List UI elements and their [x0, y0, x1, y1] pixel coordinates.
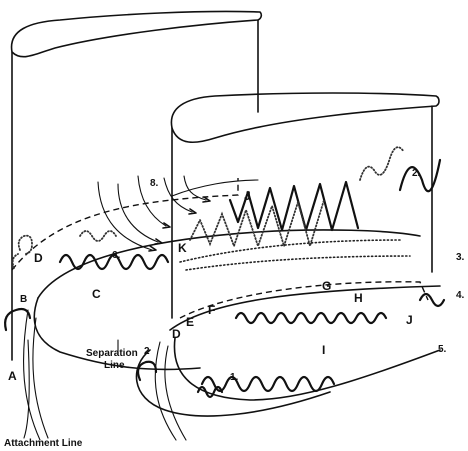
label-G: G: [322, 279, 331, 293]
endwall: [24, 230, 440, 440]
label-D-low: D: [172, 327, 181, 341]
label-C: C: [92, 287, 101, 301]
label-B: B: [20, 294, 27, 305]
label-I: I: [322, 343, 325, 357]
separation-line-label-1: Separation: [86, 348, 138, 359]
attachment-line-label: Attachment Line: [4, 438, 83, 449]
label-5: 5.: [438, 344, 447, 355]
label-D-top: D: [34, 251, 43, 265]
separation-line-label-2: Line: [104, 360, 125, 371]
label-2: 2.: [412, 168, 421, 179]
label-E: E: [186, 315, 194, 329]
attachment-line-pointer: [24, 340, 29, 438]
vortex-dotted: [13, 147, 410, 270]
label-3: 3.: [456, 252, 465, 263]
label-F: F: [208, 303, 215, 317]
label-J-top: J: [244, 189, 251, 203]
label-J-low: J: [406, 313, 413, 327]
label-1: 1.: [230, 372, 239, 383]
label-6: 6.: [112, 250, 121, 261]
label-A: A: [8, 369, 17, 383]
label-4: 4.: [456, 290, 465, 301]
label-8: 8.: [150, 178, 159, 189]
label-K: K: [178, 241, 187, 255]
label-H: H: [354, 291, 363, 305]
front-blade: [171, 93, 439, 318]
label-2-low: 2: [144, 346, 150, 357]
